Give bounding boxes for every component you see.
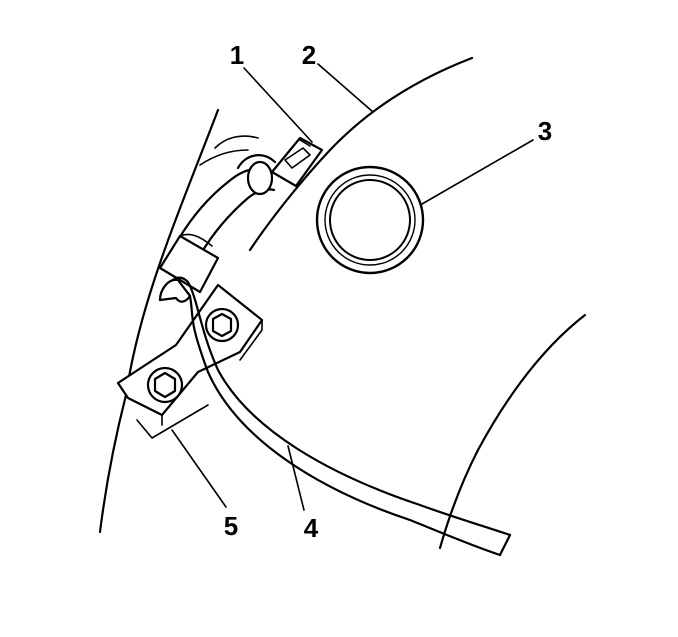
leader-1: [243, 67, 313, 143]
leader-3: [421, 139, 534, 205]
callout-2: 2: [302, 40, 316, 70]
upper-clip: [158, 233, 220, 294]
leader-5: [171, 429, 227, 508]
bolt-upper: [204, 307, 240, 343]
callout-3: 3: [538, 116, 552, 146]
leader-4: [287, 445, 305, 511]
bolt-lower: [146, 366, 184, 404]
round-opening: [315, 165, 425, 275]
callout-1: 1: [230, 40, 244, 70]
upper-cable: [176, 135, 277, 257]
lower-cable: [158, 276, 512, 557]
bracket-indicator: [136, 404, 209, 439]
callout-4: 4: [304, 513, 319, 543]
callout-5: 5: [224, 511, 238, 541]
leader-2: [317, 63, 374, 113]
leader-lines: [171, 63, 534, 511]
mounting-bracket: [116, 283, 264, 426]
connector: [270, 136, 324, 188]
